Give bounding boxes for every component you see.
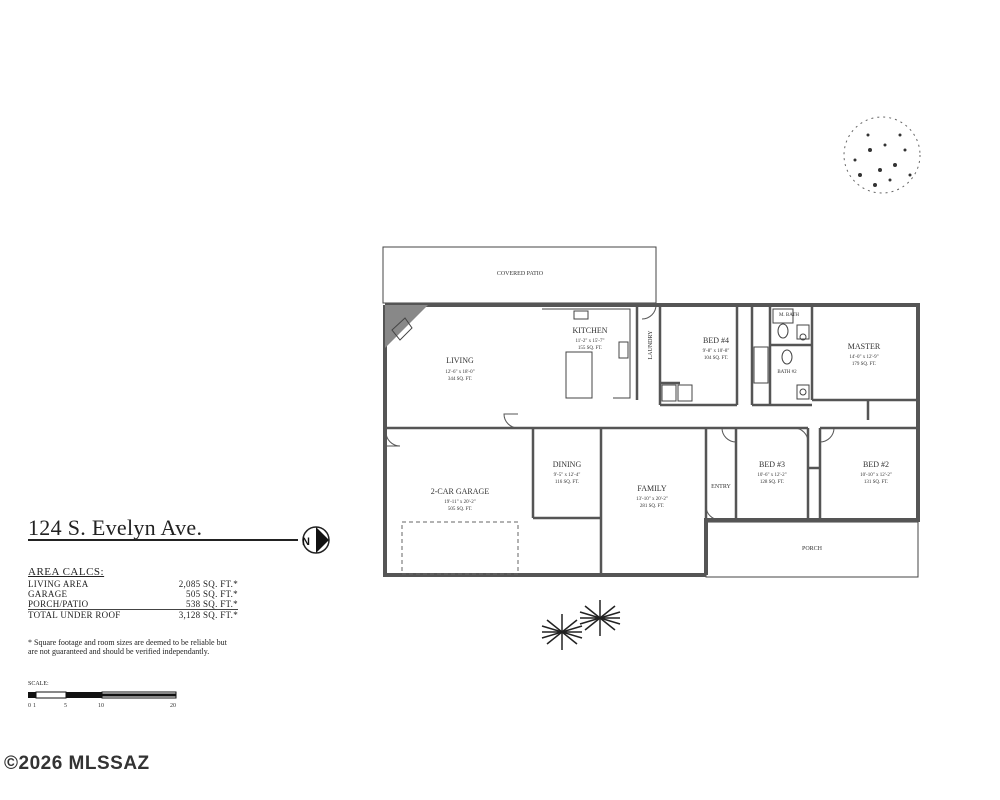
garage-name: 2-CAR GARAGE — [431, 487, 490, 496]
garage-area: 505 SQ. FT. — [448, 507, 472, 512]
area-row-value: 3,128 SQ. FT.* — [178, 610, 238, 620]
dining-dims: 9'-5" x 12'-4" — [554, 473, 581, 478]
kitchen-name: KITCHEN — [572, 326, 607, 335]
mbath-name: M. BATH — [779, 313, 799, 318]
laundry-name: LAUNDRY — [648, 330, 654, 360]
scale-bar: 0 1 5 10 20 — [28, 691, 177, 709]
dining-area: 116 SQ. FT. — [555, 480, 579, 485]
scale-tick: 5 — [64, 703, 67, 709]
room-labels: LIVING 12'-6" x 18'-0" 344 SQ. FT. KITCH… — [431, 313, 892, 512]
entry-name: ENTRY — [711, 484, 731, 490]
scale-tick: 20 — [170, 703, 176, 709]
north-arrow: N — [296, 524, 332, 556]
bath2-name: BATH #2 — [777, 370, 797, 375]
family-area: 281 SQ. FT. — [640, 504, 664, 509]
family-dims: 13'-10" x 20'-2" — [636, 497, 668, 502]
disclaimer-note: * Square footage and room sizes are deem… — [28, 638, 227, 656]
living-name: LIVING — [446, 356, 474, 365]
area-row-label: PORCH/PATIO — [28, 599, 89, 609]
bed2-name: BED #2 — [863, 460, 889, 469]
master-dims: 14'-0" x 12'-9" — [849, 355, 878, 360]
scale-tick: 10 — [98, 703, 104, 709]
bed2-dims: 10'-10" x 12'-2" — [860, 473, 892, 478]
area-row-label: TOTAL UNDER ROOF — [28, 610, 121, 620]
fireplace — [391, 317, 413, 341]
kitchen-dims: 11'-2" x 15'-7" — [575, 339, 604, 344]
garage-door-outline — [401, 521, 519, 575]
laundry-appliances — [661, 384, 693, 402]
scale-tick: 1 — [33, 703, 36, 709]
property-address: 124 S. Evelyn Ave. — [28, 515, 203, 540]
scale-label: SCALE: — [28, 681, 49, 687]
palm-illustration — [541, 600, 621, 650]
address-underline — [28, 539, 298, 541]
covered-patio-label: COVERED PATIO — [497, 271, 544, 277]
bed4-name: BED #4 — [703, 336, 729, 345]
area-row-label: LIVING AREA — [28, 579, 89, 589]
bed4-area: 104 SQ. FT. — [704, 356, 728, 361]
garage-dims: 19'-11" x 20'-2" — [444, 500, 476, 505]
area-row-porch: PORCH/PATIO 538 SQ. FT.* — [28, 599, 238, 609]
bed3-name: BED #3 — [759, 460, 785, 469]
scale-tick: 0 — [28, 703, 31, 709]
copyright: ©2026 MLSSAZ — [4, 753, 150, 774]
area-row-garage: GARAGE 505 SQ. FT.* — [28, 589, 238, 599]
bed2-area: 131 SQ. FT. — [864, 480, 888, 485]
dining-name: DINING — [553, 460, 582, 469]
family-name: FAMILY — [637, 484, 666, 493]
living-area: 344 SQ. FT. — [448, 377, 472, 382]
kitchen-area: 155 SQ. FT. — [578, 346, 602, 351]
porch-label: PORCH — [802, 546, 823, 552]
kitchen-counters — [542, 308, 631, 399]
area-calcs-title: AREA CALCS: — [28, 566, 105, 578]
north-label: N — [302, 536, 310, 548]
bed3-dims: 10'-6" x 12'-2" — [757, 473, 786, 478]
living-corner — [385, 305, 428, 348]
door-swings — [385, 304, 835, 521]
area-row-value: 538 SQ. FT.* — [186, 599, 238, 609]
north-arrow-icon: N — [302, 526, 330, 554]
area-row-value: 505 SQ. FT.* — [186, 589, 238, 599]
area-row-living: LIVING AREA 2,085 SQ. FT.* — [28, 579, 238, 589]
bed3-area: 128 SQ. FT. — [760, 480, 784, 485]
master-area: 179 SQ. FT. — [852, 362, 876, 367]
living-dims: 12'-6" x 18'-0" — [445, 370, 474, 375]
tree-illustration — [843, 116, 921, 194]
area-row-value: 2,085 SQ. FT.* — [178, 579, 238, 589]
area-row-label: GARAGE — [28, 589, 68, 599]
master-name: MASTER — [848, 342, 881, 351]
area-row-total: TOTAL UNDER ROOF 3,128 SQ. FT.* — [28, 609, 238, 620]
exterior-walls — [383, 303, 920, 577]
interior-walls — [383, 305, 918, 575]
bath-fixtures — [753, 308, 810, 400]
bed4-dims: 9'-8" x 10'-8" — [703, 349, 730, 354]
